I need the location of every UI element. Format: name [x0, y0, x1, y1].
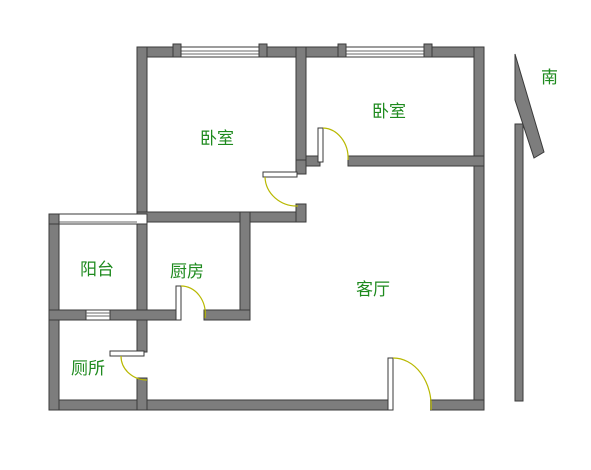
label-bedroom-left: 卧室 [200, 129, 234, 149]
door-bedroom-right [317, 127, 349, 163]
door-bedroom-left [262, 171, 299, 207]
window-bedroom-right [337, 46, 433, 58]
wall-bedroom-left-west [136, 46, 148, 223]
wall-kitchen-south-right [203, 309, 251, 321]
wall-bedroom-left-south [136, 211, 307, 223]
wall-kitchen-east [239, 211, 251, 321]
label-toilet: 厕所 [71, 359, 105, 379]
window-toilet [85, 309, 111, 321]
wall-east [473, 46, 485, 411]
label-kitchen: 厨房 [170, 262, 204, 282]
wall-bedroom-right-south [347, 155, 485, 167]
door-toilet [109, 350, 148, 381]
compass-label: 南 [541, 68, 558, 88]
compass-arrow-icon [514, 53, 545, 159]
compass: 南 [514, 53, 558, 402]
wall-bedroom-left-east-lower [295, 159, 307, 175]
label-bedroom-right: 卧室 [372, 102, 406, 122]
room-labels: 卧室 卧室 阳台 厨房 客厅 厕所 [71, 102, 406, 379]
wall-balcony-kitchen [136, 221, 148, 321]
windows [48, 43, 433, 321]
wall-bedroom-left-door-jamb [295, 203, 307, 223]
label-living-room: 客厅 [356, 280, 390, 300]
label-balcony: 阳台 [80, 260, 114, 280]
compass-bar [514, 123, 524, 402]
window-bedroom-left [172, 46, 268, 58]
wall-balcony-toilet [48, 309, 178, 321]
door-kitchen [175, 285, 206, 321]
wall-between-bedrooms [295, 46, 307, 171]
wall-toilet-east-lower [136, 377, 148, 411]
wall-toilet-east-upper [136, 319, 148, 353]
door-entrance [387, 357, 432, 411]
doors [109, 127, 432, 411]
